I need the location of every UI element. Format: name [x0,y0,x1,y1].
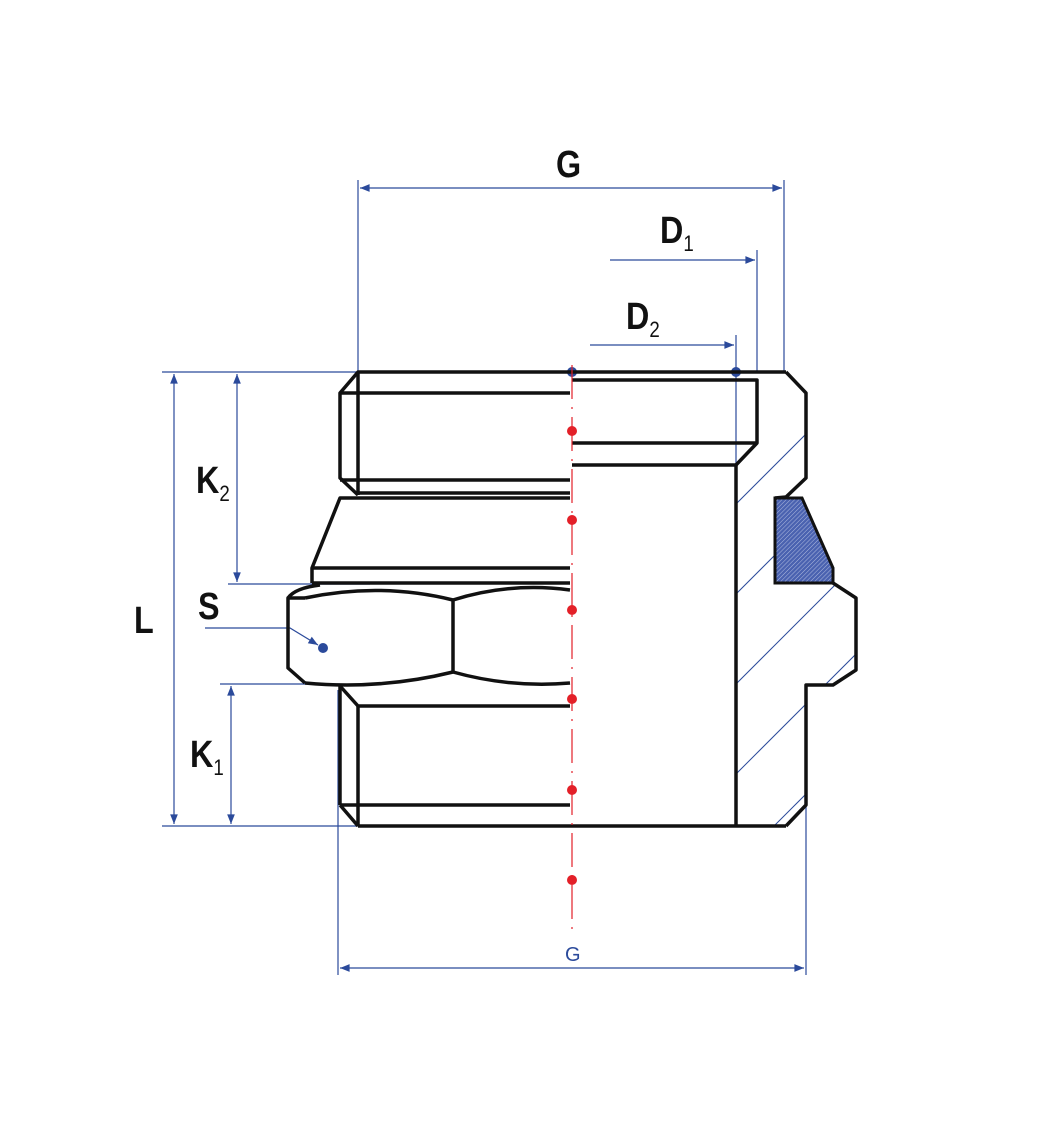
dimension-label-l: L [134,600,154,642]
dimension-label-d1: D1 [660,210,694,256]
dimension-lines [162,180,807,975]
fitting-outline [286,370,858,828]
dimension-label-s: S [198,586,220,628]
dimension-label-k2: K2 [196,460,230,506]
centerline-dots [567,426,577,885]
dimension-label-g: G [556,144,582,186]
dimension-label-d2: D2 [626,296,660,342]
section-hatch [736,372,856,826]
dimension-label-g-bottom: G [565,944,581,966]
s-leader-dot [318,643,328,653]
dimension-label-k1: K1 [190,734,224,780]
gasket [773,496,835,585]
